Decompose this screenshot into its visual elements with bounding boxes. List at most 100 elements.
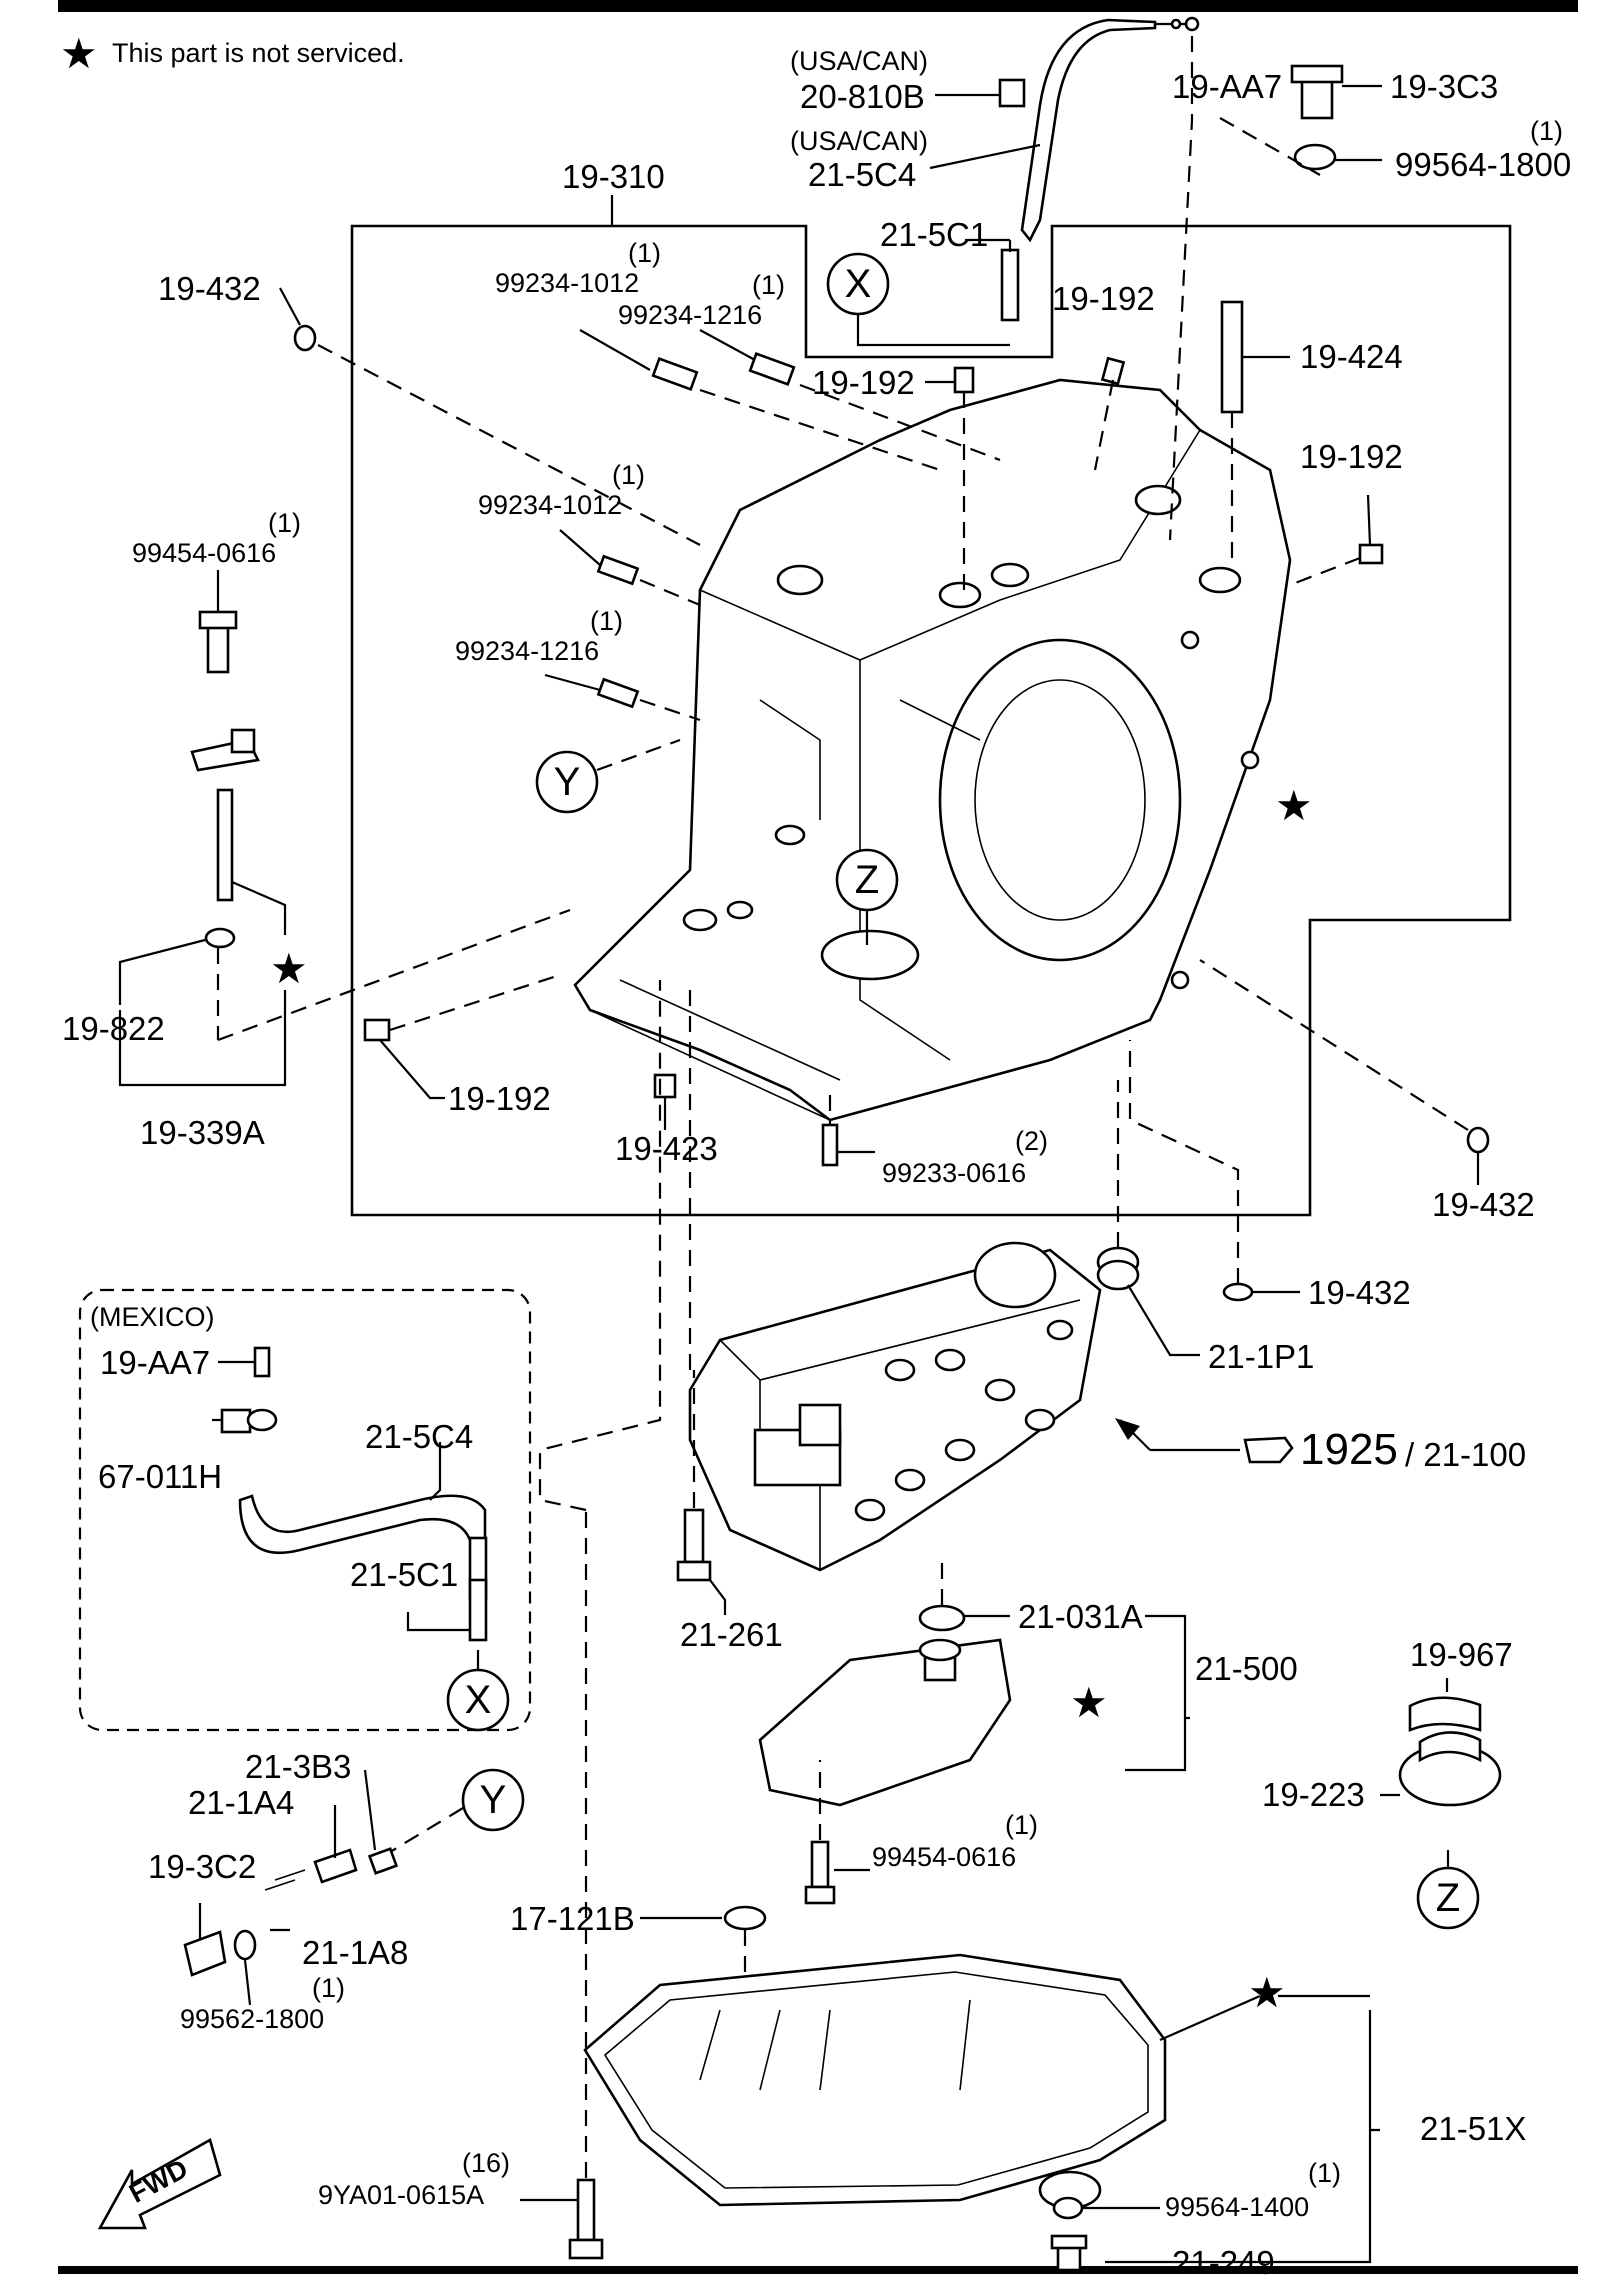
part-label: 19-AA7 xyxy=(100,1344,211,1381)
seal-19-223 xyxy=(1398,1731,1502,1807)
valve-body xyxy=(688,1241,1102,1572)
part-label: 19-967 xyxy=(1410,1636,1513,1673)
plug-19-3C3 xyxy=(1290,64,1382,120)
part-label: 67-011H xyxy=(98,1458,223,1495)
pointing-hand-icon xyxy=(1243,1436,1294,1464)
oil-pipe-top xyxy=(1020,18,1157,243)
part-label: 99233-0616 xyxy=(882,1158,1027,1188)
washer-99564-1800 xyxy=(1293,143,1337,171)
callout-y-bottom-circle xyxy=(461,1768,525,1832)
oil-pan-21-51X xyxy=(583,1953,1167,2210)
part-label: 99562-1800 xyxy=(180,2004,325,2034)
part-label: 19-423 xyxy=(615,1130,718,1167)
fwd-arrow-icon xyxy=(97,2138,222,2230)
hose-clamp-19-967 xyxy=(1408,1696,1482,1732)
part-label: 99454-0616 xyxy=(132,538,277,568)
oil-strainer-21-500 xyxy=(758,1638,1012,1807)
quantity-label: (1) xyxy=(1005,1810,1038,1840)
part-label: 99234-1012 xyxy=(478,490,623,520)
pipe-end-21-5C1 xyxy=(1000,248,1020,322)
star-icon: ★ xyxy=(1070,1679,1108,1726)
part-label: 19-3C2 xyxy=(148,1848,257,1885)
dowel-99234-1216-b xyxy=(596,677,640,709)
ref-figure-number[interactable]: 1925 xyxy=(1300,1425,1398,1474)
part-label: 19-424 xyxy=(1300,338,1403,375)
part-label: 19-432 xyxy=(158,270,261,307)
quantity-label: (1) xyxy=(752,270,785,300)
part-label: 21-5C4 xyxy=(808,156,917,193)
note-text: This part is not serviced. xyxy=(112,38,405,68)
part-label: 21-1P1 xyxy=(1208,1338,1315,1375)
part-label: 99234-1216 xyxy=(455,636,600,666)
quantity-label: (16) xyxy=(462,2148,511,2178)
quantity-label: (1) xyxy=(612,460,645,490)
clip-20-810B xyxy=(998,78,1026,108)
part-label: 19-822 xyxy=(62,1010,165,1047)
part-label: 21-51X xyxy=(1420,2110,1527,2147)
callout-x-bottom: X xyxy=(464,1678,492,1722)
part-label: 19-192 xyxy=(1052,280,1155,317)
region-label-mexico: (MEXICO) xyxy=(90,1302,215,1332)
part-label: 21-1A8 xyxy=(302,1934,409,1971)
part-label: 99234-1012 xyxy=(495,268,640,298)
region-label-usa-can-2: (USA/CAN) xyxy=(790,126,929,156)
part-label: 19-432 xyxy=(1308,1274,1411,1311)
part-label: 9YA01-0615A xyxy=(318,2180,485,2210)
ref-group-number[interactable]: / 21-100 xyxy=(1405,1436,1527,1473)
top-border-bar xyxy=(58,0,1578,12)
part-label: 99564-1400 xyxy=(1165,2192,1310,2222)
part-label: 19-339A xyxy=(140,1114,265,1151)
part-label: 19-3C3 xyxy=(1390,68,1499,105)
part-label: 99454-0616 xyxy=(872,1842,1017,1872)
seal-21-1P1 xyxy=(1096,1246,1140,1291)
star-icon: ★ xyxy=(1275,782,1313,829)
quantity-label: (1) xyxy=(590,606,623,636)
part-label: 19-192 xyxy=(812,364,915,401)
part-label: 21-5C4 xyxy=(365,1418,474,1455)
callout-y-top: Y xyxy=(553,760,581,804)
star-icon: ★ xyxy=(1248,1969,1286,2016)
quantity-label: (1) xyxy=(268,508,301,538)
callout-y-top-circle xyxy=(535,750,599,814)
dipstick-19-339A xyxy=(190,610,260,949)
part-label: 21-1A4 xyxy=(188,1784,295,1821)
star-icon: ★ xyxy=(270,945,308,992)
part-label: 21-3B3 xyxy=(245,1748,352,1785)
part-label: 21-249 xyxy=(1172,2244,1275,2281)
quantity-label: (1) xyxy=(1308,2158,1341,2188)
part-label: 21-5C1 xyxy=(350,1556,459,1593)
part-label: 19-192 xyxy=(1300,438,1403,475)
part-label: 99564-1800 xyxy=(1395,146,1572,183)
part-label: 21-261 xyxy=(680,1616,783,1653)
part-label: 21-500 xyxy=(1195,1650,1298,1687)
part-label: 19-AA7 xyxy=(1172,68,1283,105)
part-label: 99234-1216 xyxy=(618,300,763,330)
quantity-label: (1) xyxy=(628,238,661,268)
transmission-case xyxy=(573,378,1292,1122)
region-label-usa-can-1: (USA/CAN) xyxy=(790,46,929,76)
mexico-region-box xyxy=(78,1288,532,1732)
part-label: 21-5C1 xyxy=(880,216,989,253)
callout-x-top: X xyxy=(844,262,872,306)
part-label: 19-223 xyxy=(1262,1776,1365,1813)
callout-z-top: Z xyxy=(854,858,880,902)
quantity-label: (2) xyxy=(1015,1126,1048,1156)
callout-y-bottom: Y xyxy=(479,1778,507,1822)
part-label: 19-432 xyxy=(1432,1186,1535,1223)
part-label: 19-192 xyxy=(448,1080,551,1117)
part-label: 19-310 xyxy=(562,158,665,195)
oring-21-031A xyxy=(918,1604,966,1632)
star-icon: ★ xyxy=(60,30,98,77)
callout-z-bottom: Z xyxy=(1435,1876,1461,1920)
quantity-label: (1) xyxy=(1530,116,1563,146)
bottom-border-bar xyxy=(58,2266,1578,2274)
case-group-frame xyxy=(350,224,1512,1217)
washer-17-121B xyxy=(723,1905,767,1931)
dowel-99234-1012-b xyxy=(596,554,640,586)
dowel-99234-1012-a xyxy=(651,357,699,391)
quantity-label: (1) xyxy=(312,1973,345,2003)
dowel-99234-1216-a xyxy=(748,352,796,386)
part-label: 17-121B xyxy=(510,1900,635,1937)
stud-19-424 xyxy=(1220,300,1244,414)
